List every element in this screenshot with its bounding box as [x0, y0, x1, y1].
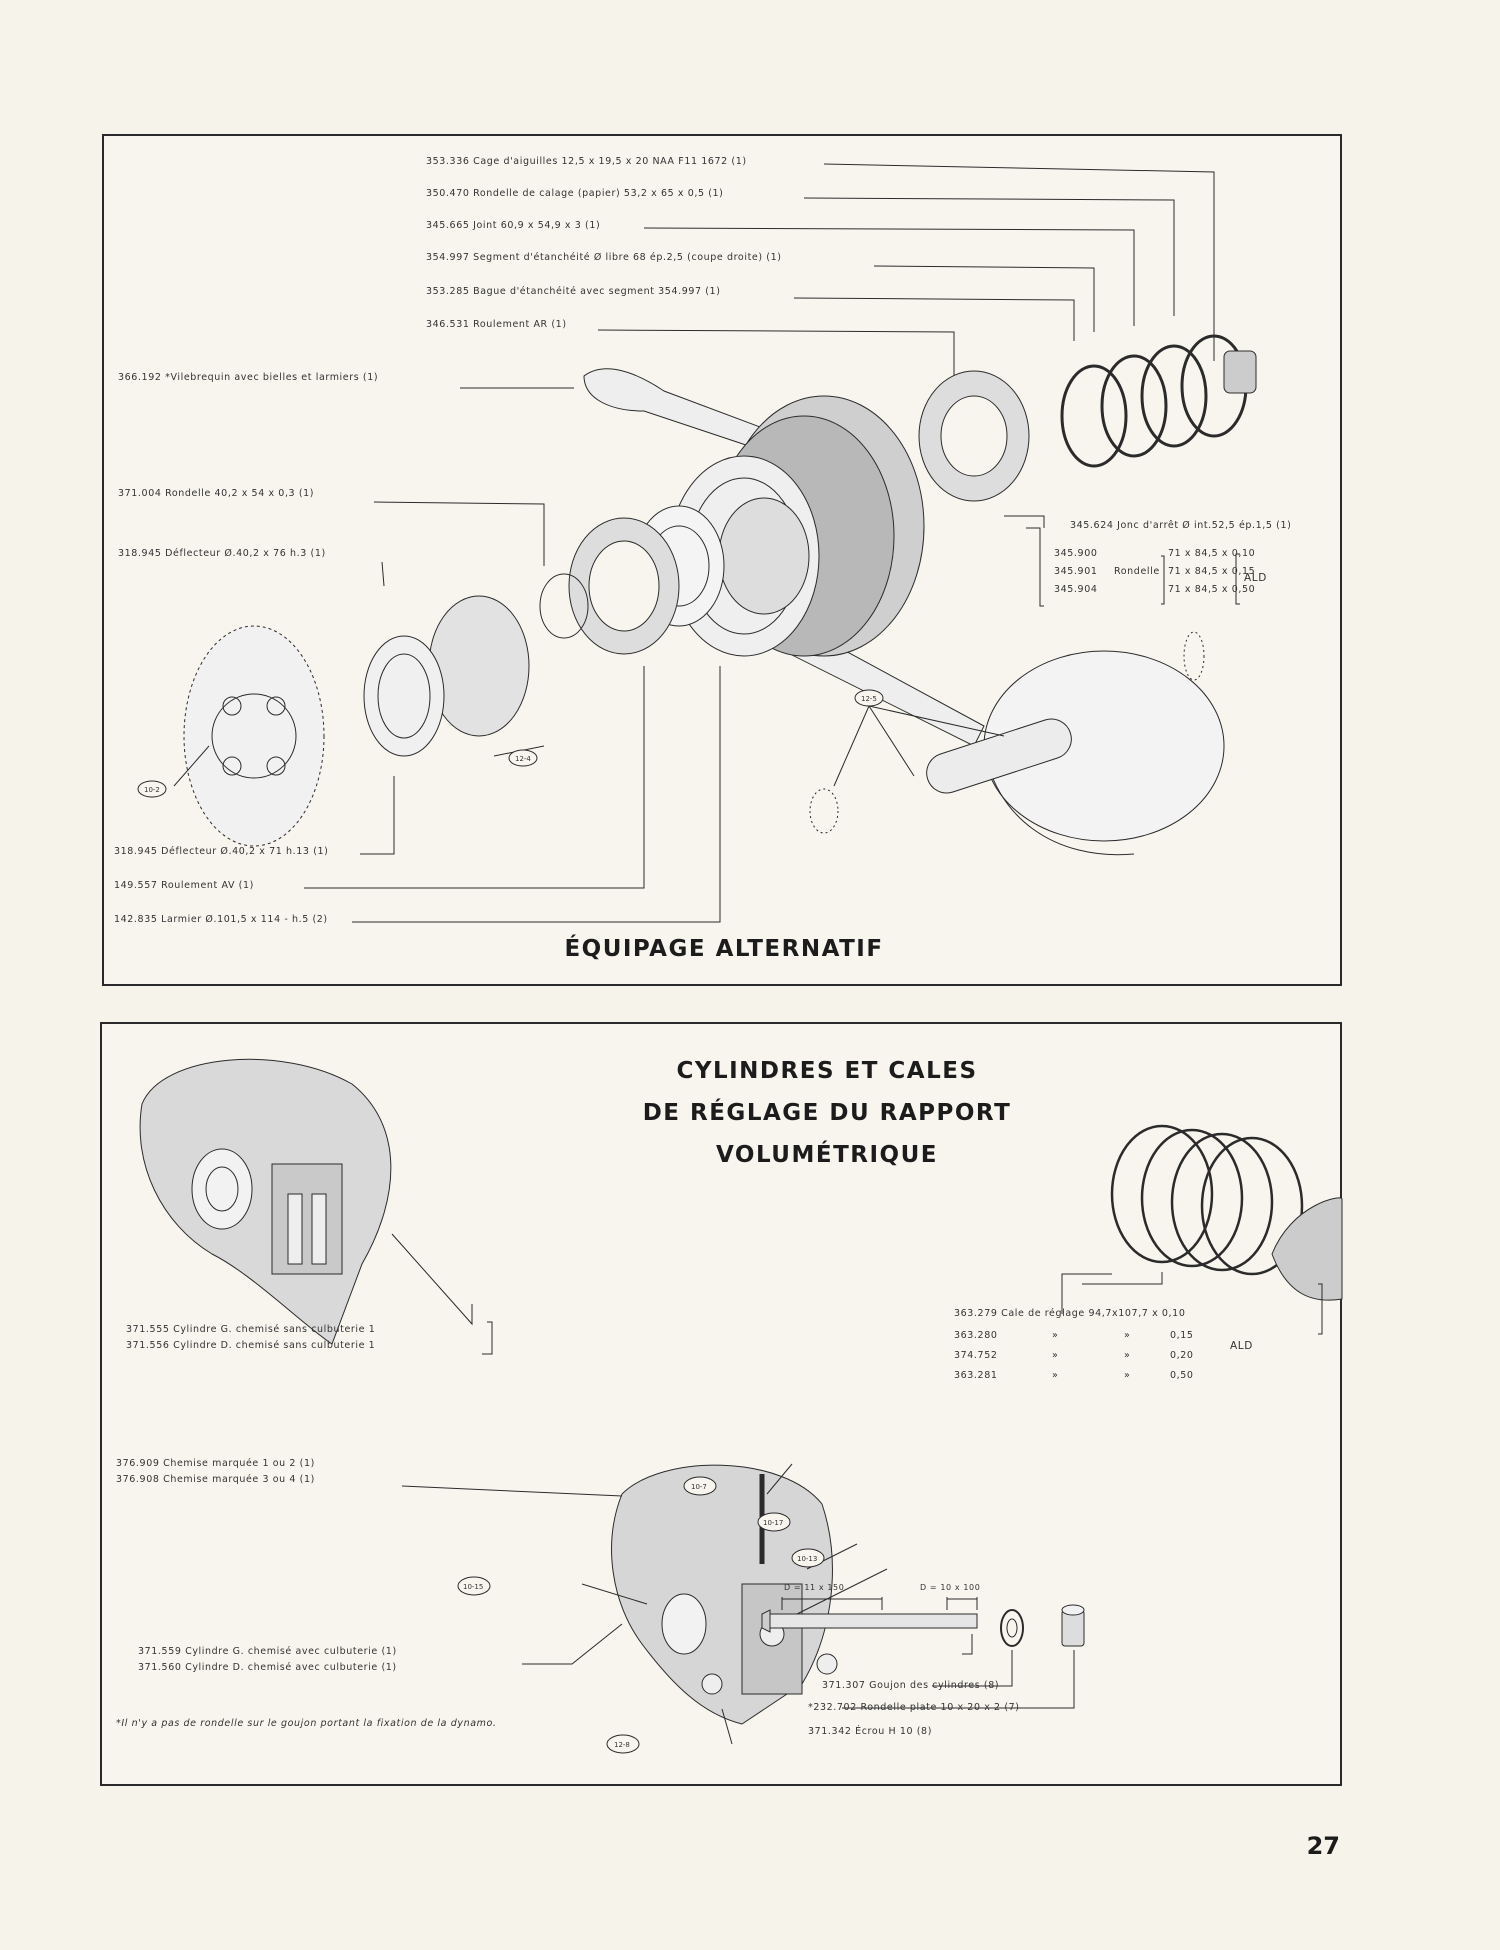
cales-ref: 363.280 — [954, 1330, 998, 1341]
callout-10-7: 10-7 — [691, 1483, 707, 1491]
rondelle-dim: 71 x 84,5 x 0,50 — [1168, 584, 1256, 595]
part-label: 371.560 Cylindre D. chemisé avec culbute… — [138, 1662, 397, 1673]
exploded-view-panel-equipage: 10-2 12-4 12-5 353.336 Cage d'aiguilles … — [102, 134, 1342, 986]
section-title: CYLINDRES ET CALES DE RÉGLAGE DU RAPPORT… — [642, 1050, 1012, 1176]
cales-suffix: ALD — [1230, 1340, 1253, 1352]
part-label: 371.556 Cylindre D. chemisé sans culbute… — [126, 1340, 376, 1351]
footnote: *Il n'y a pas de rondelle sur le goujon … — [116, 1718, 497, 1729]
part-label: 142.835 Larmier Ø.101,5 x 114 - h.5 (2) — [114, 914, 328, 925]
title-line: VOLUMÉTRIQUE — [716, 1142, 938, 1168]
callout-12-8: 12-8 — [614, 1741, 630, 1749]
rondelle-ref: 345.904 — [1054, 584, 1098, 595]
callout-10-15: 10-15 — [463, 1583, 483, 1591]
part-label: 371.555 Cylindre G. chemisé sans culbute… — [126, 1324, 376, 1335]
cales-value: 0,20 — [1170, 1350, 1194, 1361]
part-label: 371.307 Goujon des cylindres (8) — [822, 1680, 1000, 1691]
part-label: 353.336 Cage d'aiguilles 12,5 x 19,5 x 2… — [426, 156, 747, 167]
exploded-view-panel-cylindres: 10-7 10-17 10-13 10-15 12-8 CYLINDRES ET… — [100, 1022, 1343, 1786]
part-label: 354.997 Segment d'étanchéité Ø libre 68 … — [426, 252, 782, 263]
part-label: 371.004 Rondelle 40,2 x 54 x 0,3 (1) — [118, 488, 315, 499]
callout-12-4: 12-4 — [515, 755, 531, 763]
rondelle-ref: 345.900 — [1054, 548, 1098, 559]
cales-value: 0,50 — [1170, 1370, 1194, 1381]
cales-ref: 363.281 — [954, 1370, 998, 1381]
part-label: 353.285 Bague d'étanchéité avec segment … — [426, 286, 721, 297]
part-label: 318.945 Déflecteur Ø.40,2 x 71 h.13 (1) — [114, 846, 329, 857]
part-label: 350.470 Rondelle de calage (papier) 53,2… — [426, 188, 724, 199]
cales-ditto: » — [1052, 1330, 1059, 1341]
part-label: 318.945 Déflecteur Ø.40,2 x 76 h.3 (1) — [118, 548, 326, 559]
cales-ref: 374.752 — [954, 1350, 998, 1361]
callout-10-2: 10-2 — [144, 786, 160, 794]
part-label: 366.192 *Vilebrequin avec bielles et lar… — [118, 372, 379, 383]
part-label: 149.557 Roulement AV (1) — [114, 880, 254, 891]
part-label: 345.624 Jonc d'arrêt Ø int.52,5 ép.1,5 (… — [1070, 520, 1292, 531]
goujon-dim: D = 11 x 150 — [784, 1583, 845, 1592]
cales-ditto: » — [1124, 1370, 1131, 1381]
part-label: 345.665 Joint 60,9 x 54,9 x 3 (1) — [426, 220, 601, 231]
section-title: ÉQUIPAGE ALTERNATIF — [564, 936, 884, 962]
rondelle-name: Rondelle — [1114, 566, 1160, 577]
part-label: 376.909 Chemise marquée 1 ou 2 (1) — [116, 1458, 315, 1469]
part-label: 371.559 Cylindre G. chemisé avec culbute… — [138, 1646, 397, 1657]
cales-value: 0,15 — [1170, 1330, 1194, 1341]
rondelle-suffix: ALD — [1244, 572, 1267, 584]
callout-10-13: 10-13 — [797, 1555, 817, 1563]
part-label: *232.702 Rondelle plate 10 x 20 x 2 (7) — [808, 1702, 1020, 1713]
rondelle-dim: 71 x 84,5 x 0,15 — [1168, 566, 1256, 577]
title-line: DE RÉGLAGE DU RAPPORT — [642, 1100, 1012, 1126]
page-number: 27 — [1306, 1832, 1340, 1860]
cales-header: 363.279 Cale de réglage 94,7x107,7 x 0,1… — [954, 1308, 1186, 1319]
part-label: 376.908 Chemise marquée 3 ou 4 (1) — [116, 1474, 315, 1485]
callout-10-17: 10-17 — [763, 1519, 783, 1527]
cales-ditto: » — [1124, 1350, 1131, 1361]
part-label: 346.531 Roulement AR (1) — [426, 319, 567, 330]
cales-ditto: » — [1052, 1350, 1059, 1361]
crankshaft-exploded-diagram: 10-2 12-4 12-5 — [137, 163, 1257, 923]
rondelle-dim: 71 x 84,5 x 0,10 — [1168, 548, 1256, 559]
cales-ditto: » — [1124, 1330, 1131, 1341]
callout-12-5: 12-5 — [861, 695, 877, 703]
part-label: 371.342 Écrou H 10 (8) — [808, 1726, 933, 1737]
cylinder-diagram: 10-7 10-17 10-13 10-15 12-8 — [139, 1058, 1343, 1754]
cales-ditto: » — [1052, 1370, 1059, 1381]
rondelle-ref: 345.901 — [1054, 566, 1098, 577]
goujon-dim: D = 10 x 100 — [920, 1583, 981, 1592]
title-line: CYLINDRES ET CALES — [676, 1058, 978, 1084]
